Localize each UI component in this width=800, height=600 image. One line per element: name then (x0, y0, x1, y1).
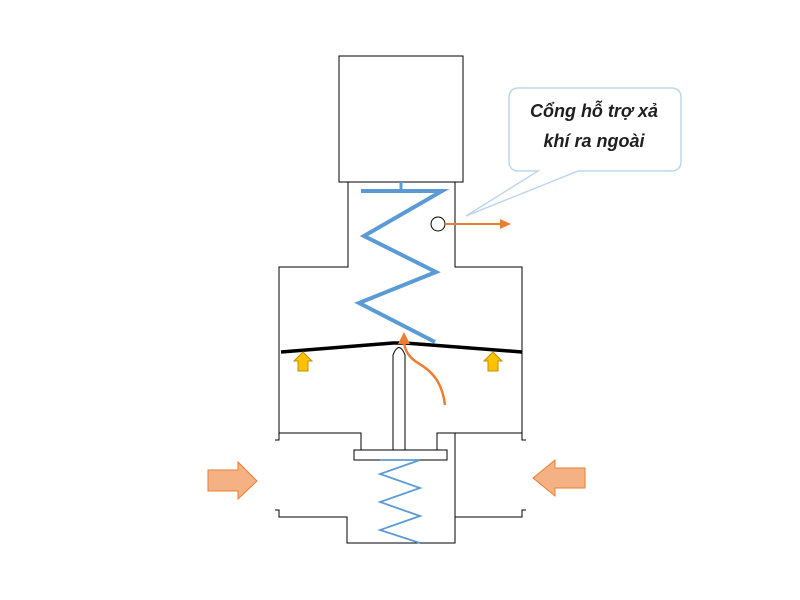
upper-body-outline-right (454, 182, 523, 440)
circle-port-icon (430, 216, 446, 232)
main-spring (354, 189, 450, 344)
feedback-flow-arrowhead (398, 332, 410, 344)
valve-disc (353, 449, 448, 461)
bonnet-box (338, 55, 464, 183)
lower-body-outline-left (275, 432, 368, 451)
small-spring (377, 459, 423, 544)
valve-stem (392, 347, 406, 452)
callout-line-2: khí ra ngoài (543, 131, 645, 151)
vent-arrowhead (500, 219, 511, 229)
arrow-up-icon (482, 351, 504, 372)
lower-chamber-outline (275, 509, 526, 544)
callout-line-1: Cổng hỗ trợ xả (529, 101, 659, 121)
arrow-left-icon (532, 458, 586, 498)
lower-body-outline-right (436, 432, 526, 450)
upper-body-outline (278, 182, 349, 440)
arrow-up-icon (292, 351, 314, 372)
feedback-flow-arrow (402, 341, 447, 406)
arrow-right-icon (207, 460, 258, 501)
callout-bubble (465, 87, 682, 217)
callout-text: Cổng hỗ trợ xả khí ra ngoài (510, 96, 678, 156)
